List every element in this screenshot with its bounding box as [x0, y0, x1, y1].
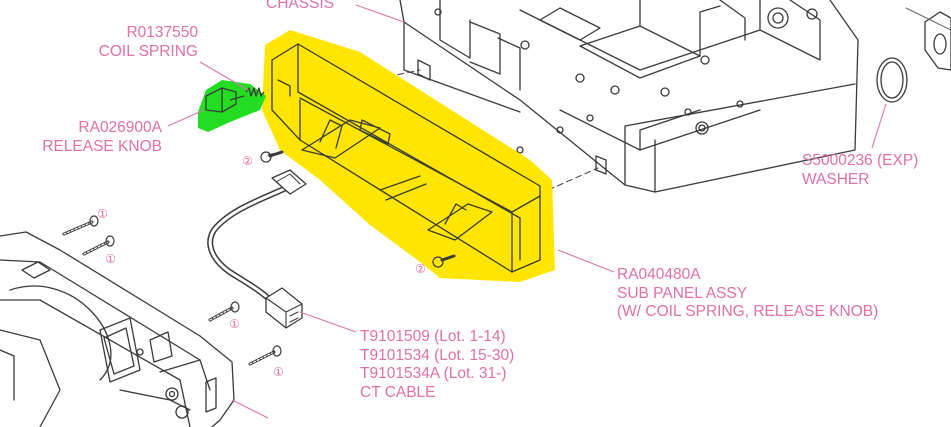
ct-cable-part-lot-2: T9101534 (Lot. 15-30): [360, 346, 515, 364]
sub-panel-note: (W/ COIL SPRING, RELEASE KNOB): [617, 303, 879, 320]
leader-lines: [167, 4, 887, 419]
screw-marker-1a: ①: [97, 207, 108, 221]
washer-name: WASHER: [802, 170, 870, 188]
ct-cable-drawing: [207, 169, 307, 329]
chassis-drawing: [399, 0, 859, 193]
ct-cable-part-lot-1: T9101509 (Lot. 1-14): [360, 328, 506, 345]
ct-cable-label: T9101509 (Lot. 1-14) T9101534 (Lot. 15-3…: [360, 328, 514, 402]
screw-marker-1b: ①: [105, 252, 116, 266]
release-knob-label: RA026900A RELEASE KNOB: [26, 119, 162, 156]
release-knob-part-number: RA026900A: [78, 119, 162, 136]
front-panel-drawing: [0, 231, 235, 427]
screw-marker-2a: ②: [242, 154, 253, 168]
sub-panel-label: RA040480A SUB PANEL ASSY (W/ COIL SPRING…: [617, 266, 878, 322]
ct-cable-part-lot-3: T9101534A (Lot. 31-): [360, 365, 507, 382]
coil-spring-part-number: R0137550: [126, 24, 198, 41]
coil-spring-label: R0137550 COIL SPRING: [86, 24, 198, 61]
release-knob-name: RELEASE KNOB: [42, 137, 162, 155]
coil-spring-name: COIL SPRING: [98, 42, 198, 60]
washer-label: S5000236 (EXP) WASHER: [802, 152, 918, 189]
sub-panel-part-number: RA040480A: [617, 266, 701, 283]
ct-cable-name: CT CABLE: [360, 383, 436, 401]
sub-panel-drawing: [271, 43, 541, 273]
washer-part-number: S5000236 (EXP): [802, 152, 919, 169]
coil-spring-drawing: [245, 87, 265, 97]
chassis-label: CHASSIS: [266, 0, 334, 14]
sub-panel-name: SUB PANEL ASSY: [617, 284, 748, 302]
screw-marker-2b: ②: [415, 262, 426, 276]
washer-drawing: [876, 7, 951, 103]
screw-drawing: [62, 150, 456, 366]
chassis-name: CHASSIS: [266, 0, 335, 12]
release-knob-drawing: [205, 87, 245, 113]
screw-marker-1d: ①: [273, 365, 284, 379]
screw-marker-1c: ①: [229, 317, 240, 331]
